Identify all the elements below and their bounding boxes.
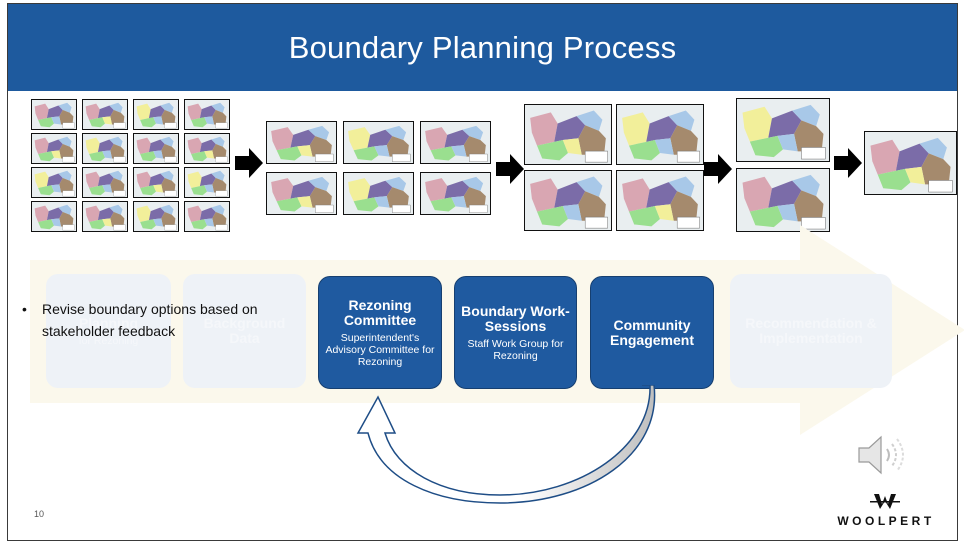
map-thumbnail xyxy=(31,201,77,232)
slide-title: Boundary Planning Process xyxy=(288,29,677,65)
map-thumbnail xyxy=(133,99,179,130)
map-thumbnail xyxy=(133,167,179,198)
next-stage-arrow-icon xyxy=(834,148,862,178)
map-thumbnail xyxy=(133,201,179,232)
title-bar: Boundary Planning Process xyxy=(8,4,957,91)
slide-frame xyxy=(7,3,958,541)
map-thumbnail xyxy=(31,99,77,130)
map-thumbnail xyxy=(616,104,704,165)
step-background-data-title: Background Data xyxy=(203,315,286,346)
step-boundary-work-sessions-title: Boundary Work-Sessions xyxy=(461,302,570,334)
map-thumbnail xyxy=(736,98,830,162)
map-thumbnail xyxy=(82,201,128,232)
map-thumbnail xyxy=(736,168,830,232)
step-boundary-work-sessions-subtitle: Staff Work Group for Rezoning xyxy=(467,337,564,362)
step-background-data: Background Data xyxy=(183,274,306,388)
map-thumbnail xyxy=(184,133,230,164)
step-planning: Planning for Rezoning xyxy=(46,274,171,388)
next-stage-arrow-icon xyxy=(235,148,263,178)
map-thumbnail xyxy=(616,170,704,231)
step-rezoning-committee-subtitle: Superintendent's Advisory Committee for … xyxy=(325,331,435,368)
map-thumbnail xyxy=(420,172,491,215)
map-thumbnail xyxy=(82,133,128,164)
woolpert-logo-mark-icon xyxy=(870,494,900,509)
map-thumbnail xyxy=(524,104,612,165)
feedback-loop-arrow xyxy=(356,385,656,504)
step-rezoning-committee: Rezoning Committee Superintendent's Advi… xyxy=(318,276,442,389)
woolpert-wordmark: WOOLPERT xyxy=(837,514,935,528)
map-thumbnail xyxy=(864,131,957,195)
step-recommendation-title: Recommendation & Implementation xyxy=(745,315,877,346)
step-community-engagement: Community Engagement xyxy=(590,276,714,389)
bullet-dot: • xyxy=(22,301,27,317)
bullet-text: Revise boundary options based on stakeho… xyxy=(42,301,258,339)
page-number: 10 xyxy=(34,509,45,519)
step-community-engagement-title: Community Engagement xyxy=(609,316,694,348)
map-thumbnail xyxy=(266,121,337,164)
woolpert-logo: WOOLPERT xyxy=(830,492,942,532)
next-stage-arrow-icon xyxy=(704,154,732,184)
map-options-sequence xyxy=(0,0,964,240)
next-stage-arrow-icon xyxy=(496,154,524,184)
map-thumbnail xyxy=(184,201,230,232)
step-planning-title: Planning xyxy=(78,314,139,331)
map-thumbnail xyxy=(133,133,179,164)
bullet-point: • Revise boundary options based on stake… xyxy=(22,298,307,342)
map-thumbnail xyxy=(524,170,612,231)
map-thumbnail xyxy=(31,167,77,198)
map-thumbnail xyxy=(31,133,77,164)
map-thumbnail xyxy=(82,99,128,130)
map-thumbnail xyxy=(420,121,491,164)
step-recommendation-implementation: Recommendation & Implementation xyxy=(730,274,892,388)
map-thumbnail xyxy=(343,121,414,164)
map-thumbnail xyxy=(82,167,128,198)
step-planning-subtitle: for Rezoning xyxy=(78,334,139,347)
map-thumbnail xyxy=(266,172,337,215)
step-boundary-work-sessions: Boundary Work-Sessions Staff Work Group … xyxy=(454,276,577,389)
speaker-icon[interactable] xyxy=(855,433,907,477)
step-rezoning-committee-title: Rezoning Committee xyxy=(343,296,417,328)
map-thumbnail xyxy=(184,99,230,130)
map-thumbnail xyxy=(343,172,414,215)
map-thumbnail xyxy=(184,167,230,198)
